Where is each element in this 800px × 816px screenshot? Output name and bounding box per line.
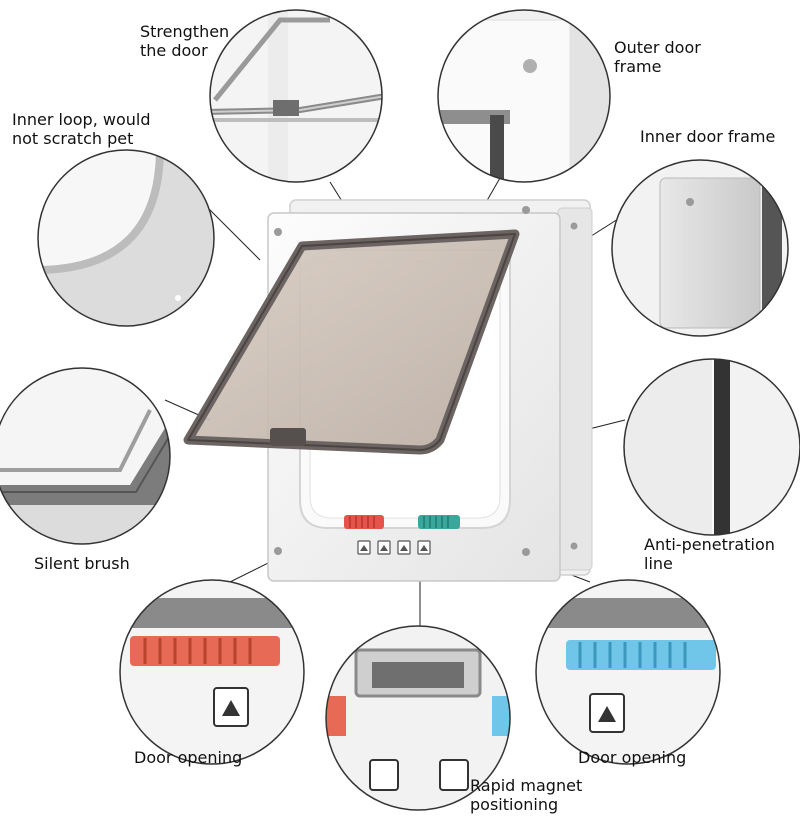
label-door-opening-right: Door opening: [578, 748, 687, 767]
label-door-opening-left: Door opening: [134, 748, 243, 767]
detail-circle-rapid-magnet: [325, 625, 511, 811]
detail-circle-strengthen: [209, 9, 383, 183]
label-rapid-magnet: Rapid magnet positioning: [470, 776, 583, 814]
detail-circle-inner-frame: [611, 159, 789, 337]
label-silent-brush: Silent brush: [34, 554, 130, 573]
red-lock-lever: [344, 515, 384, 529]
detail-circle-door-opening-blue: [535, 579, 721, 765]
label-outer-frame: Outer door frame: [614, 38, 701, 76]
label-anti-penetration: Anti-penetration line: [644, 535, 775, 573]
detail-circle-outer-frame: [437, 9, 611, 183]
detail-circle-door-opening-red: [119, 579, 305, 765]
label-strengthen: Strengthen the door: [140, 22, 230, 60]
detail-circle-silent-brush: [0, 367, 171, 545]
label-inner-frame: Inner door frame: [640, 127, 776, 146]
label-inner-loop: Inner loop, would not scratch pet: [12, 110, 151, 148]
cat-flap-door: [183, 199, 593, 582]
detail-circle-inner-loop: [37, 149, 215, 327]
detail-circle-anti-penetration: [623, 358, 800, 536]
teal-lock-lever: [418, 515, 460, 529]
